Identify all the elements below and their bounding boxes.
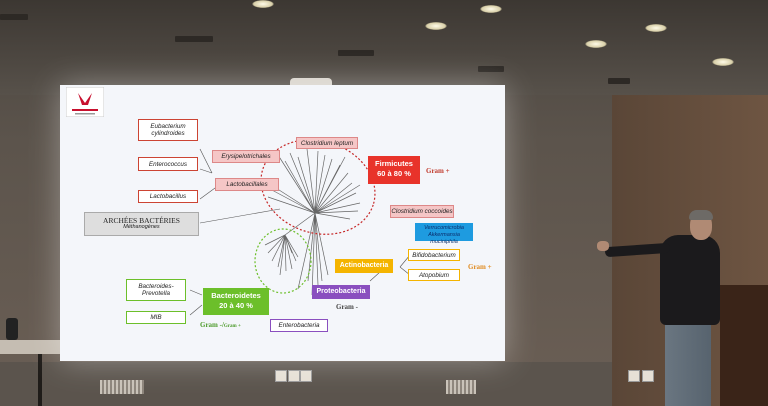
ceiling-light [645, 24, 667, 32]
desk-microphone [6, 318, 18, 340]
proteobacteria-box: Proteobacteria [312, 285, 370, 299]
wall-outlet [642, 370, 654, 382]
ceiling-vent [608, 78, 630, 84]
bacteroidetes-box: Bacteroidetes 20 à 40 % [203, 288, 269, 315]
enterococcus-box: Enterococcus [138, 157, 198, 171]
gram-neg-label: Gram -/ [200, 321, 224, 329]
ceiling-light [480, 5, 502, 13]
actinobacteria-box: Actinobacteria [335, 259, 393, 273]
atopobium-box: Atopobium [408, 269, 460, 281]
firmicutes-percent: 60 à 80 % [377, 169, 411, 178]
mib-box: MIB [126, 311, 186, 324]
ceiling-vent [175, 36, 213, 42]
archees-box: ARCHÉES BACTÉRIES Méthanogènes [84, 212, 199, 236]
speaker-body [660, 235, 720, 325]
verrucomicrobia-sub: Akkermansia muciniphila [428, 232, 460, 245]
phylogenetic-tree [189, 139, 411, 316]
archees-title: ARCHÉES BACTÉRIES [103, 216, 180, 225]
gram-minus-proteo: Gram - [336, 303, 358, 311]
wall-vent [100, 380, 144, 394]
eubacterium-box: Eubacterium cylindroides [138, 119, 198, 141]
projected-slide: Eubacterium cylindroides Enterococcus La… [60, 85, 505, 361]
firmicutes-name: Firmicutes [375, 159, 413, 168]
bacteroidetes-percent: 20 à 40 % [219, 301, 253, 310]
ceiling-light [252, 0, 274, 8]
bifidobacterium-box: Bifidobacterium [408, 249, 460, 261]
lower-wall [0, 362, 612, 406]
bacteroides-prevotella-box: Bacteroides-Prevotella [126, 279, 186, 301]
speaker-legs [665, 318, 711, 406]
clostridium-coccoides-box: Clostridium coccoides [390, 205, 454, 218]
firmicutes-box: Firmicutes 60 à 80 % [368, 156, 420, 184]
archees-subtitle: Méthanogènes [123, 224, 160, 230]
ceiling-vent [478, 66, 504, 72]
ceiling [0, 0, 768, 95]
gram-pos-label: Gram + [223, 324, 241, 329]
wall-outlet [288, 370, 300, 382]
ceiling-vent [0, 14, 28, 20]
wall-outlet [275, 370, 287, 382]
slide-logo [66, 87, 104, 117]
gram-plus-firmicutes: Gram + [426, 167, 450, 175]
lactobacillales-box: Lactobacillales [215, 178, 279, 191]
bacteroidetes-name: Bacteroidetes [211, 291, 261, 300]
podium [720, 285, 768, 406]
wall-outlet [628, 370, 640, 382]
ceiling-vent [338, 50, 374, 56]
verrucomicrobia-box: Verrucomicrobia Akkermansia muciniphila [415, 223, 473, 245]
enterobacteria-box: Enterobacteria [270, 319, 328, 332]
speaker-hair [689, 210, 713, 220]
ceiling-light [425, 22, 447, 30]
desk-leg [38, 354, 42, 406]
ceiling-light [585, 40, 607, 48]
ceiling-light [712, 58, 734, 66]
clostridium-leptum-box: Clostridium leptum [296, 137, 358, 149]
lactobacillus-box: Lactobacillus [138, 190, 198, 203]
wall-outlet [300, 370, 312, 382]
erysipelotrichales-box: Erysipelotrichales [212, 150, 280, 163]
verrucomicrobia-name: Verrucomicrobia [424, 225, 464, 231]
wall-vent [446, 380, 476, 394]
speaker-hand [597, 241, 609, 251]
gram-bacteroidetes: Gram -/Gram + [200, 321, 241, 329]
gram-plus-actino: Gram + [468, 263, 492, 271]
